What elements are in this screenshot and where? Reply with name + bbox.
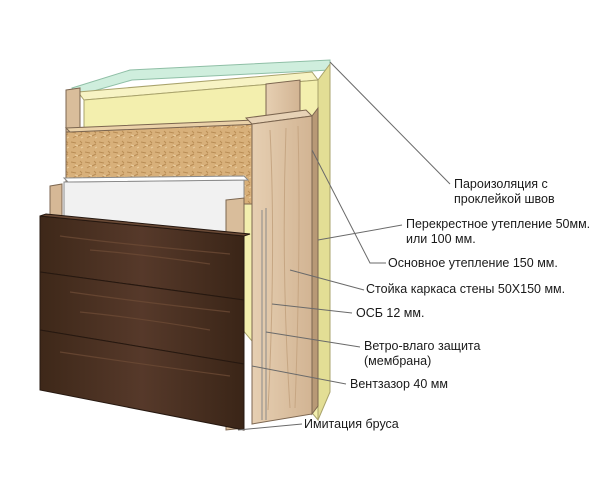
leader-wind-membrane <box>265 331 361 348</box>
label-cross-insulation: Перекрестное утепление 50мм. или 100 мм. <box>406 217 591 246</box>
leader-main-insulation <box>311 149 386 264</box>
leader-frame-post <box>289 269 365 291</box>
membrane-edge <box>261 208 267 420</box>
label-wind-membrane: Ветро-влаго защита (мембрана) <box>364 339 481 368</box>
leader-vent-gap <box>251 365 347 385</box>
leader-timber-imitation <box>237 423 303 431</box>
leader-osb <box>271 303 353 314</box>
label-vent-gap: Вентзазор 40 мм <box>350 377 448 391</box>
label-main-insulation: Основное утепление 150 мм. <box>388 256 558 270</box>
leader-cross-insulation <box>317 224 403 241</box>
frame-post-front <box>244 106 319 425</box>
siding-boards <box>39 213 251 431</box>
label-vapor-barrier: Пароизоляция с проклейкой швов <box>454 177 555 206</box>
leader-vapor-barrier <box>329 61 451 185</box>
label-frame-post: Стойка каркаса стены 50X150 мм. <box>366 282 566 296</box>
label-osb: ОСБ 12 мм. <box>356 306 425 320</box>
leader-lines <box>237 61 451 431</box>
label-timber-imitation: Имитация бруса <box>304 417 399 431</box>
